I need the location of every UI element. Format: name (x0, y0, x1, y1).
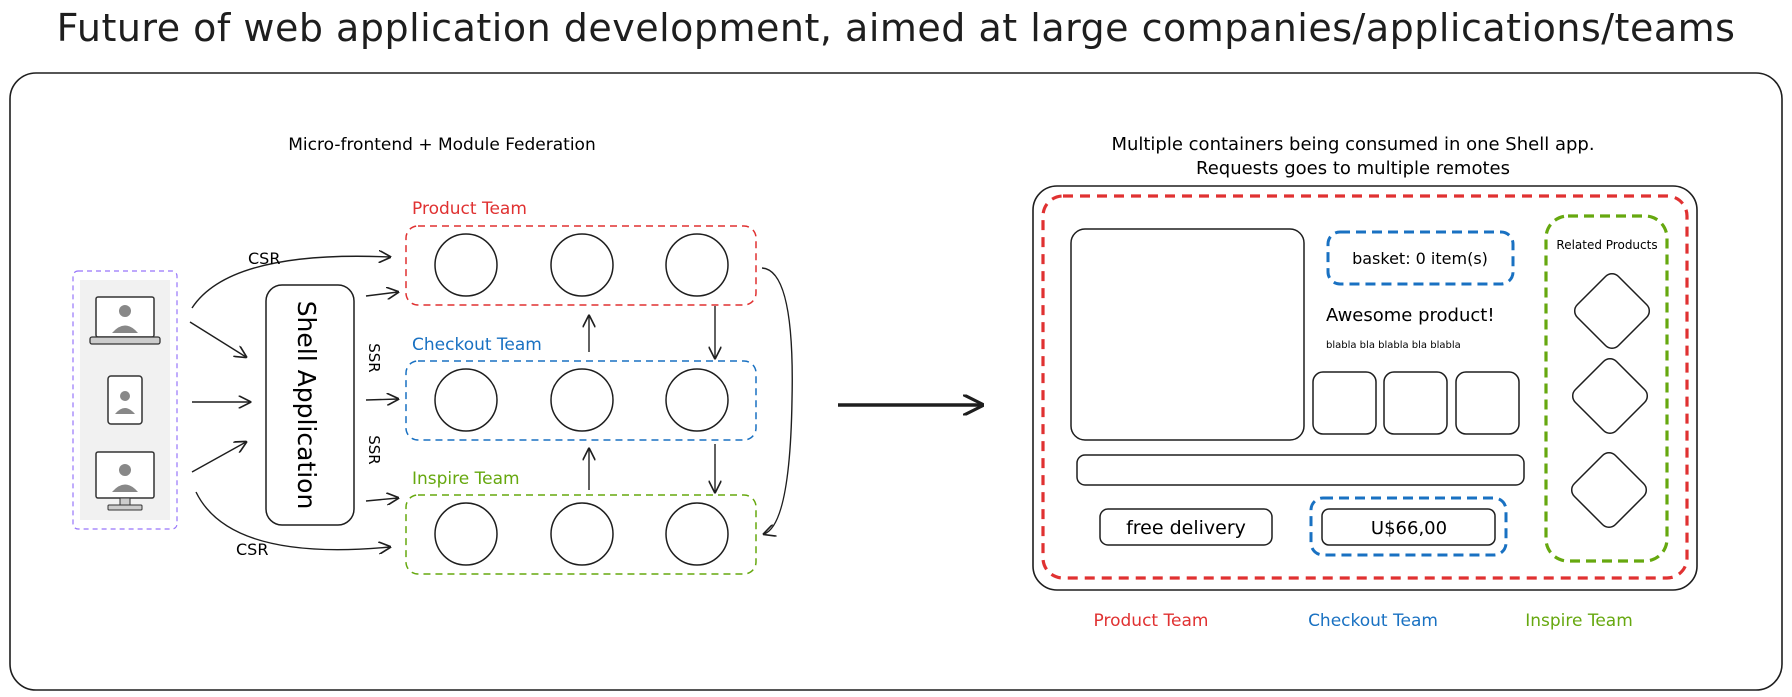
basket-widget (1326, 230, 1515, 286)
price-box (1321, 508, 1496, 546)
shell-application-label: Shell Application (292, 301, 321, 510)
related-products-widget (1544, 214, 1669, 563)
shell-to-product-arrow (365, 292, 398, 296)
inspire-module (550, 502, 614, 566)
checkout-module (665, 368, 729, 432)
csr-bottom-label: CSR (236, 540, 268, 559)
csr-bottom-arrow (195, 491, 390, 550)
checkout-team-container (405, 360, 757, 441)
checkout-team-label: Checkout Team (412, 335, 542, 355)
device-arrow-3 (191, 442, 246, 473)
product-module (550, 233, 614, 297)
product-module (665, 233, 729, 297)
shell-application-box (265, 284, 355, 526)
ssr-bottom-label: SSR (365, 435, 383, 464)
product-to-inspire-arrow (762, 267, 793, 534)
product-info-bar (1076, 454, 1525, 486)
shell-to-inspire-arrow (365, 498, 398, 501)
right-heading-line1: Multiple containers being consumed in on… (1111, 134, 1594, 155)
price-text: U$66,00 (1371, 518, 1447, 539)
product-team-area (1041, 194, 1689, 580)
basket-text: basket: 0 item(s) (1352, 249, 1488, 268)
legend-checkout-team: Checkout Team (1308, 611, 1438, 631)
outer-frame (9, 72, 1783, 691)
product-team-container (405, 225, 757, 306)
product-thumbnail (1455, 371, 1520, 435)
inspire-module (434, 502, 498, 566)
shell-to-checkout-arrow (365, 399, 398, 400)
page-title: Future of web application development, a… (56, 6, 1736, 50)
related-product-item (1573, 272, 1651, 350)
product-thumbnail (1312, 371, 1377, 435)
price-widget (1309, 496, 1508, 557)
inspire-team-container (405, 494, 757, 575)
desktop-icon (95, 451, 155, 511)
left-heading: Micro-frontend + Module Federation (288, 135, 595, 155)
checkout-module (434, 368, 498, 432)
product-title: Awesome product! (1326, 305, 1495, 326)
legend-inspire-team: Inspire Team (1525, 611, 1633, 631)
ssr-top-label: SSR (365, 343, 383, 372)
inspire-module (665, 502, 729, 566)
mobile-icon (107, 375, 143, 425)
legend-product-team: Product Team (1094, 611, 1209, 631)
product-thumbnail (1383, 371, 1448, 435)
laptop-icon (89, 296, 161, 345)
related-product-item (1570, 451, 1648, 529)
product-module (434, 233, 498, 297)
delivery-text: free delivery (1126, 517, 1246, 539)
related-products-title: Related Products (1556, 238, 1657, 252)
product-team-label: Product Team (412, 199, 527, 219)
device-arrow-1 (189, 321, 246, 357)
csr-top-arrow (191, 256, 390, 309)
devices-group (72, 270, 178, 530)
product-image (1070, 228, 1305, 441)
right-heading-line2: Requests goes to multiple remotes (1196, 158, 1510, 179)
checkout-module (550, 368, 614, 432)
related-product-item (1571, 357, 1649, 435)
shell-app-frame (1032, 185, 1698, 591)
csr-top-label: CSR (248, 249, 280, 268)
product-description: blabla bla blabla bla blabla (1326, 340, 1461, 351)
delivery-box (1099, 508, 1273, 546)
inspire-team-label: Inspire Team (412, 469, 520, 489)
